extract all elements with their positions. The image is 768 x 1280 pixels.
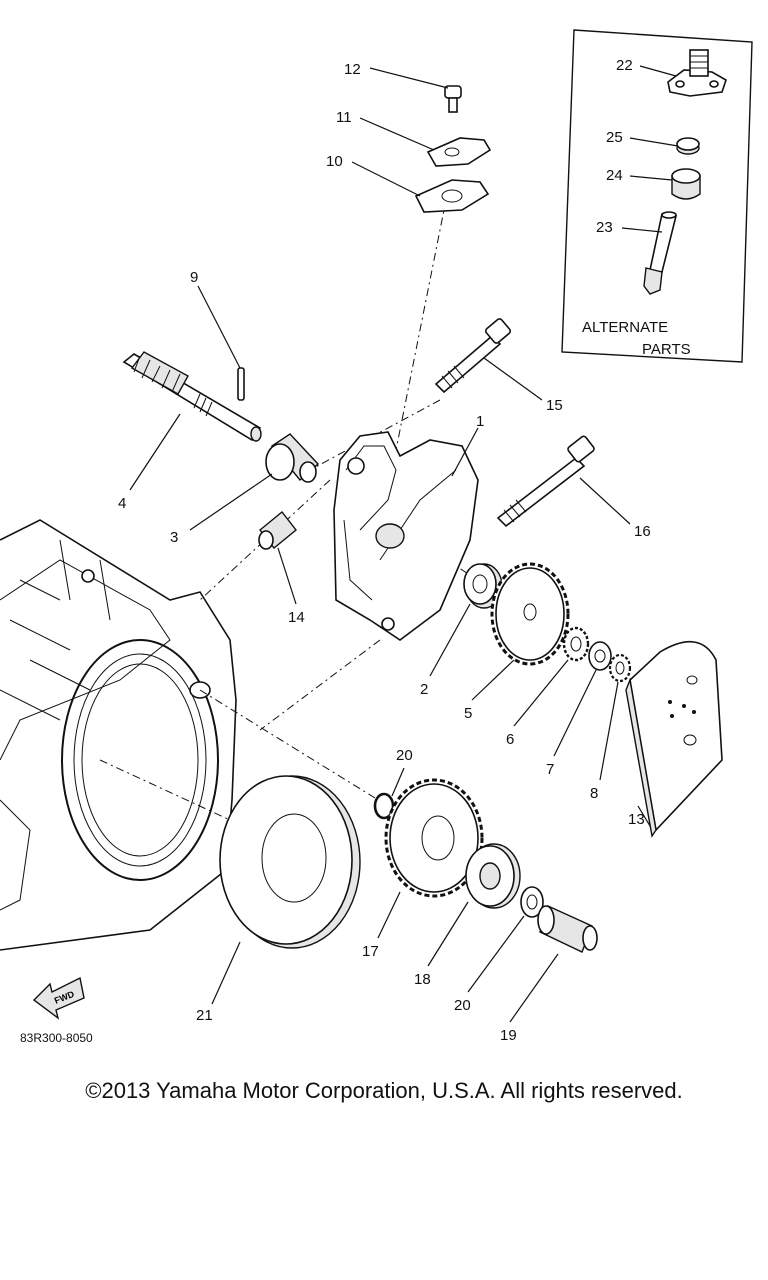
part-16-bolt xyxy=(496,435,595,528)
label-8: 8 xyxy=(590,785,598,802)
alternate-parts-inset: ALTERNATE PARTS xyxy=(561,29,753,363)
inset-label-line1: ALTERNATE xyxy=(582,319,668,336)
part-20-circlip-upper xyxy=(373,792,395,820)
label-24: 24 xyxy=(606,167,623,184)
part-24-bushing xyxy=(671,168,701,200)
part-19-shaft xyxy=(537,905,598,953)
diagram-code: 83R300-8050 xyxy=(20,1031,93,1045)
label-22: 22 xyxy=(616,57,633,74)
leader-lines xyxy=(129,65,679,1023)
part-23-driven-gear xyxy=(643,211,677,295)
label-9: 9 xyxy=(190,269,198,286)
label-18: 18 xyxy=(414,971,431,988)
label-20-upper: 20 xyxy=(396,747,413,764)
label-6: 6 xyxy=(506,731,514,748)
label-10: 10 xyxy=(326,153,343,170)
label-7: 7 xyxy=(546,761,554,778)
fwd-arrow: FWD xyxy=(32,976,85,1020)
part-13-plate xyxy=(625,640,723,838)
label-2: 2 xyxy=(420,681,428,698)
part-6-washer xyxy=(562,626,590,662)
part-22-fitting xyxy=(667,49,727,97)
part-12-bolt xyxy=(444,85,462,113)
part-5-gear xyxy=(490,562,570,666)
part-1-cover xyxy=(333,431,479,641)
part-3-bushing xyxy=(265,433,320,483)
label-13: 13 xyxy=(628,811,645,828)
part-11-plate xyxy=(426,137,492,167)
crankcase xyxy=(0,519,237,951)
part-7-washer xyxy=(588,641,612,671)
exploded-parts-diagram: ALTERNATE PARTS FWD xyxy=(0,29,753,1045)
part-labels: 12 11 10 22 25 24 23 9 4 3 14 15 1 16 2 … xyxy=(118,57,651,1044)
part-21-seal xyxy=(219,775,361,949)
label-3: 3 xyxy=(170,529,178,546)
part-25-seal xyxy=(676,137,700,155)
part-8-washer xyxy=(608,653,632,683)
label-19: 19 xyxy=(500,1027,517,1044)
part-20-washer-lower xyxy=(520,886,544,918)
copyright-notice: ©2013 Yamaha Motor Corporation, U.S.A. A… xyxy=(85,1078,683,1103)
part-17-gear xyxy=(384,778,484,898)
label-5: 5 xyxy=(464,705,472,722)
label-16: 16 xyxy=(634,523,651,540)
label-1: 1 xyxy=(476,413,484,430)
label-11: 11 xyxy=(336,109,352,126)
label-17: 17 xyxy=(362,943,379,960)
part-18-bearing xyxy=(465,843,521,909)
label-25: 25 xyxy=(606,129,623,146)
label-20-lower: 20 xyxy=(454,997,471,1014)
label-23: 23 xyxy=(596,219,613,236)
label-15: 15 xyxy=(546,397,563,414)
part-14-dowel xyxy=(258,511,297,550)
label-12: 12 xyxy=(344,61,361,78)
label-4: 4 xyxy=(118,495,126,512)
part-4-shaft xyxy=(122,351,262,442)
label-14: 14 xyxy=(288,609,305,626)
part-9-pin xyxy=(237,367,245,401)
part-10-gasket xyxy=(414,179,490,213)
inset-label-line2: PARTS xyxy=(642,341,691,358)
part-15-bolt xyxy=(434,318,512,394)
label-21: 21 xyxy=(196,1007,213,1024)
